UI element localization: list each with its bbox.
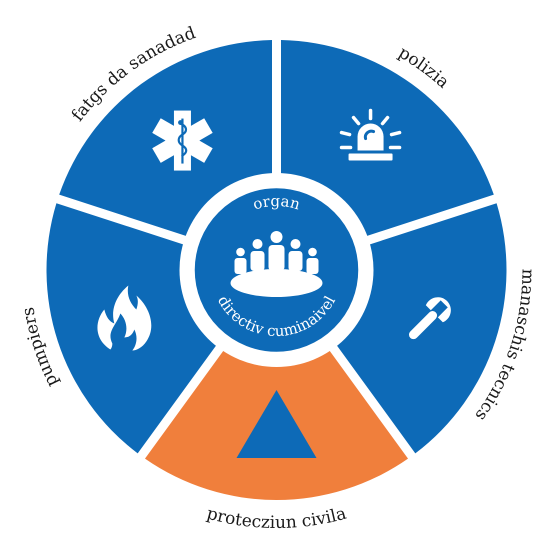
group-meeting-icon [230,231,323,297]
civil-protection-triangle-icon [236,390,317,458]
star-of-life-icon [152,110,213,171]
segment-polizia [281,40,494,238]
fire-flame-icon [97,285,152,351]
center-label-top: organ [251,192,303,214]
police-siren-icon [339,108,402,161]
wrench-icon [408,297,451,340]
segment-label-protecziun-civila: protecziun civila [205,504,349,533]
